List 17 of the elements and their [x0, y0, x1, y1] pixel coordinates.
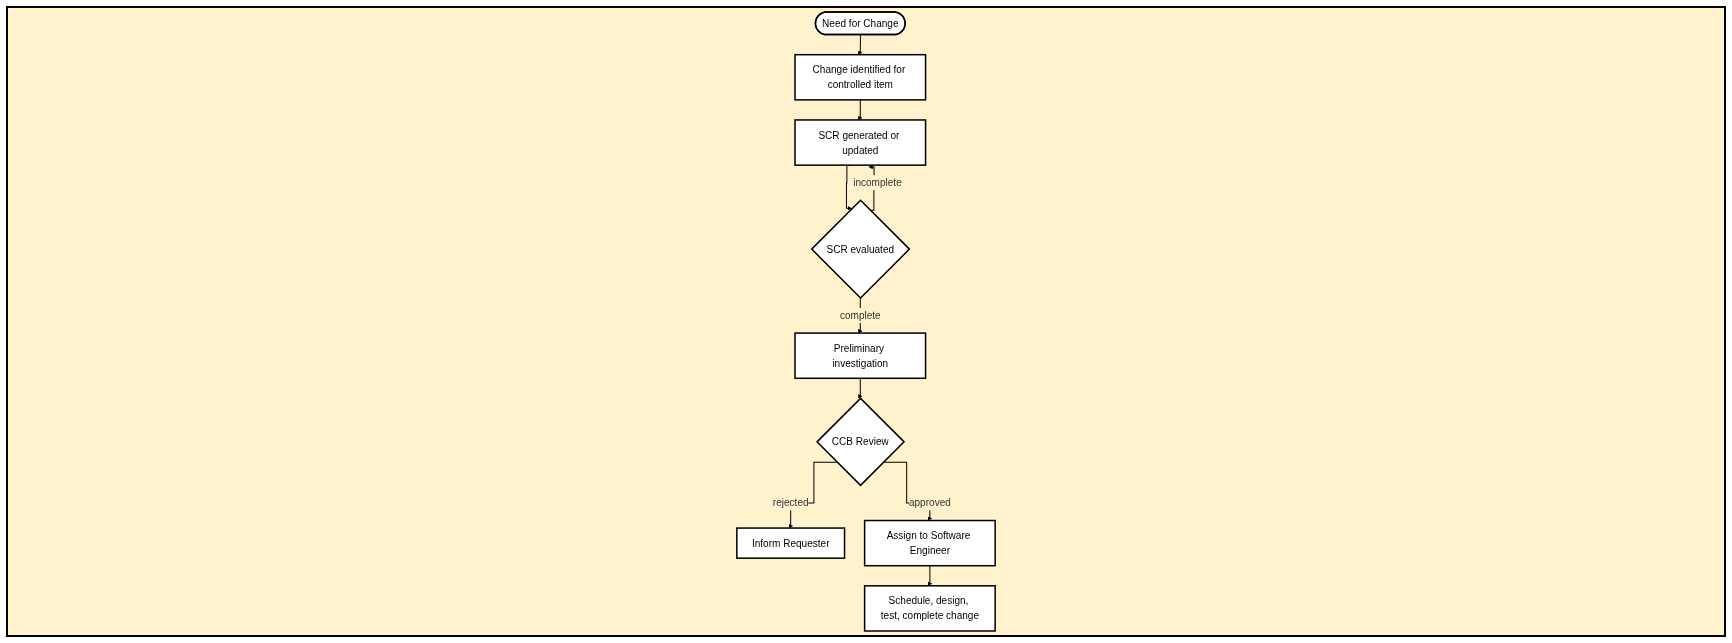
edge-label: complete: [839, 310, 881, 322]
edge-label: incomplete: [853, 177, 902, 189]
arrow: [858, 34, 863, 55]
arrow: [858, 99, 863, 121]
node-diamond: SCR evaluated: [810, 199, 911, 299]
node-box: Assign to Software Engineer: [863, 519, 996, 567]
node-box: Schedule, design, test, complete change: [863, 585, 996, 632]
node-box: Change identified for controlled item: [794, 53, 927, 101]
arrow: [858, 377, 863, 399]
edge-label: rejected: [772, 497, 809, 509]
node-box: SCR generated or updated: [794, 119, 927, 166]
arrow: [927, 565, 933, 586]
node-box: Preliminary investigation: [794, 332, 927, 380]
node-box: Inform Requester: [736, 527, 846, 559]
node-diamond: CCB Review: [815, 397, 906, 487]
edge-label: approved: [908, 497, 951, 509]
arrow: [845, 164, 852, 211]
